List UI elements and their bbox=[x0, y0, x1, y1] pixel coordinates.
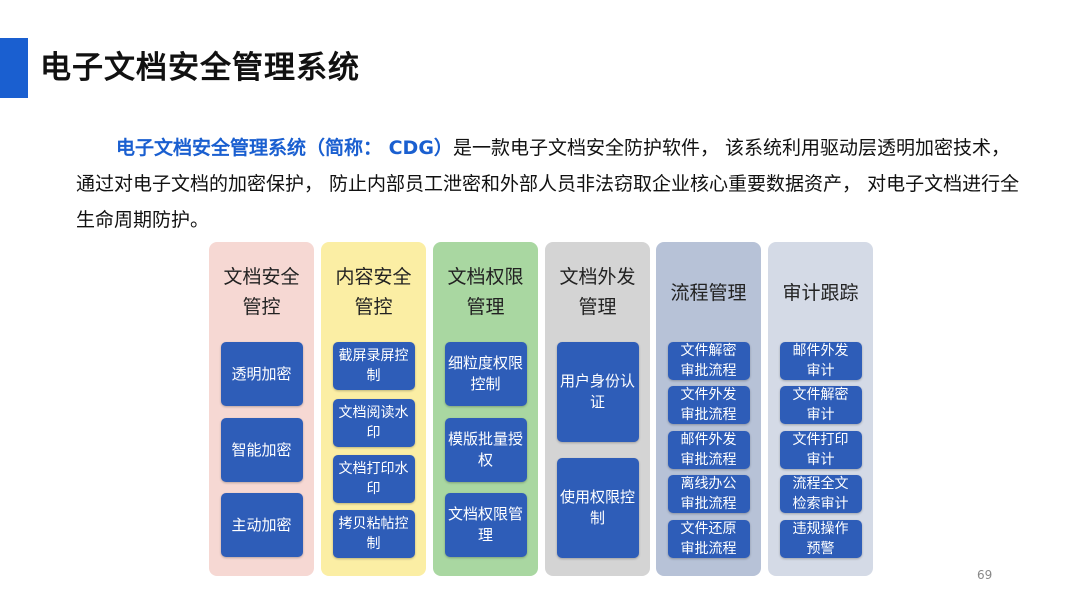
page-title: 电子文档安全管理系统 bbox=[40, 50, 360, 86]
feature-item: 使用权限控制 bbox=[556, 458, 639, 558]
feature-item: 主动加密 bbox=[220, 493, 303, 557]
feature-item: 文件还原审批流程 bbox=[667, 520, 750, 558]
page-number: 69 bbox=[977, 568, 993, 582]
category-header: 审计跟踪 bbox=[782, 282, 859, 304]
category-column: 文档权限管理细粒度权限控制模版批量授权文档权限管理 bbox=[433, 242, 538, 576]
feature-item: 智能加密 bbox=[220, 418, 303, 482]
feature-item: 文档权限管理 bbox=[444, 493, 527, 557]
category-column: 文档安全管控透明加密智能加密主动加密 bbox=[209, 242, 314, 576]
feature-item: 文档打印水印 bbox=[332, 455, 415, 503]
feature-item: 用户身份认证 bbox=[556, 342, 639, 442]
feature-item: 细粒度权限控制 bbox=[444, 342, 527, 406]
category-column: 流程管理文件解密审批流程文件外发审批流程邮件外发审批流程离线办公审批流程文件还原… bbox=[656, 242, 761, 576]
feature-item: 流程全文检索审计 bbox=[779, 475, 862, 513]
intro-body: 是一款电子文档安全防护软件， 该系统利用驱动层透明加密技术， 通过对电子文档的加… bbox=[76, 137, 1020, 231]
category-column: 审计跟踪邮件外发审计文件解密审计文件打印审计流程全文检索审计违规操作预警 bbox=[768, 242, 873, 576]
feature-item: 文档阅读水印 bbox=[332, 399, 415, 447]
category-column: 文档外发管理用户身份认证使用权限控制 bbox=[545, 242, 650, 576]
feature-item: 违规操作预警 bbox=[779, 520, 862, 558]
feature-item: 邮件外发审批流程 bbox=[667, 431, 750, 469]
feature-item: 文件外发审批流程 bbox=[667, 386, 750, 424]
feature-item: 文件解密审计 bbox=[779, 386, 862, 424]
feature-item: 离线办公审批流程 bbox=[667, 475, 750, 513]
feature-item: 截屏录屏控制 bbox=[332, 342, 415, 390]
feature-item: 文件打印审计 bbox=[779, 431, 862, 469]
category-header: 文档外发管理 bbox=[559, 266, 636, 318]
feature-item: 模版批量授权 bbox=[444, 418, 527, 482]
feature-item: 拷贝粘帖控制 bbox=[332, 510, 415, 558]
category-header: 文档权限管理 bbox=[447, 266, 524, 318]
category-header: 内容安全管控 bbox=[335, 266, 412, 318]
category-header: 流程管理 bbox=[670, 282, 747, 304]
category-column: 内容安全管控截屏录屏控制文档阅读水印文档打印水印拷贝粘帖控制 bbox=[321, 242, 426, 576]
feature-diagram: 文档安全管控透明加密智能加密主动加密内容安全管控截屏录屏控制文档阅读水印文档打印… bbox=[209, 242, 873, 576]
title-accent-bar bbox=[0, 38, 28, 98]
feature-item: 文件解密审批流程 bbox=[667, 342, 750, 380]
feature-item: 透明加密 bbox=[220, 342, 303, 406]
intro-paragraph: 电子文档安全管理系统（简称： CDG）是一款电子文档安全防护软件， 该系统利用驱… bbox=[76, 130, 1026, 238]
category-header: 文档安全管控 bbox=[223, 266, 300, 318]
intro-lead: 电子文档安全管理系统（简称： CDG） bbox=[116, 137, 453, 159]
feature-item: 邮件外发审计 bbox=[779, 342, 862, 380]
